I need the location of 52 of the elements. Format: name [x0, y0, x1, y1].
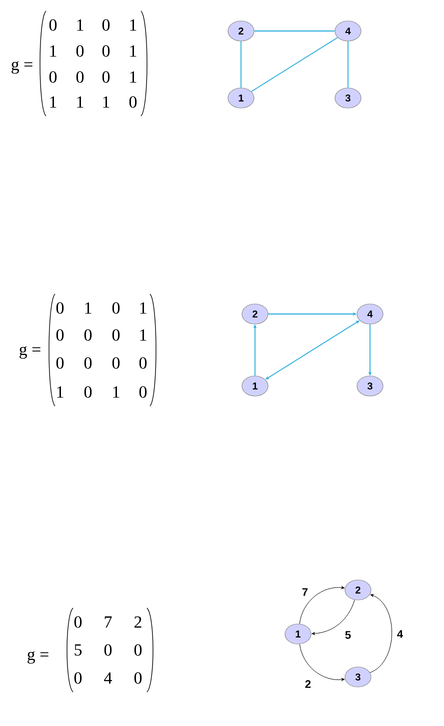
matrix-entry: 0: [76, 71, 84, 83]
edge-label: 7: [302, 588, 308, 596]
matrix-entry: 1: [77, 19, 84, 31]
matrix-entry: 0: [134, 644, 142, 656]
matrix-entry: 7: [104, 616, 112, 628]
matrix-label: g =: [28, 651, 48, 664]
matrix-entry: 1: [50, 96, 56, 108]
edge-label: 4: [397, 630, 403, 638]
matrix-entry: 1: [130, 71, 136, 83]
matrix-entry: 1: [113, 386, 120, 398]
matrix-entry: 0: [129, 96, 137, 108]
matrix-entry: 0: [84, 357, 92, 369]
matrix-entry: 0: [102, 19, 110, 31]
matrix-entry: 0: [112, 302, 120, 314]
matrix-entry: 0: [49, 19, 57, 31]
matrix-entry: 0: [74, 672, 82, 684]
matrix-entry: 0: [84, 386, 92, 398]
matrix-entry: 0: [56, 302, 64, 314]
matrix-entry: 1: [140, 329, 146, 341]
matrix-entry: 0: [84, 329, 92, 341]
matrix-entry: 1: [103, 96, 110, 108]
matrix-entry: 0: [102, 71, 110, 83]
matrix-entry: 5: [74, 644, 82, 656]
matrix-entry: 0: [56, 357, 64, 369]
matrix-entry: 0: [56, 329, 64, 341]
matrix-entry: 0: [76, 45, 84, 57]
matrix-entry: 2: [134, 616, 142, 628]
matrix-entry: 4: [104, 672, 112, 684]
matrix-entry: 1: [85, 302, 92, 314]
arrow: [370, 594, 392, 673]
matrix-entry: 0: [112, 329, 120, 341]
arrow: [299, 644, 345, 681]
matrix-entry: 1: [50, 45, 56, 57]
arrow: [299, 586, 345, 624]
edge-label: 5: [345, 631, 351, 639]
matrix-entry: 1: [130, 19, 136, 31]
matrix-entry: 1: [130, 45, 136, 57]
matrix-entry: 0: [102, 45, 110, 57]
matrix-entry: 1: [57, 386, 64, 398]
matrix-entry: 0: [112, 357, 120, 369]
matrix-entry: 0: [139, 357, 147, 369]
matrix-entry: 0: [134, 672, 142, 684]
matrix-entry: 1: [140, 302, 146, 314]
matrix-entry: 0: [104, 644, 112, 656]
arrow: [312, 600, 355, 635]
matrix-entry: 0: [74, 616, 82, 628]
matrix-entry: 1: [77, 96, 84, 108]
matrix-label: g =: [20, 346, 40, 359]
edge-label: 2: [305, 680, 311, 688]
matrix-entry: 0: [139, 386, 147, 398]
matrix-entry: 0: [49, 71, 57, 83]
matrix-label: g =: [12, 61, 32, 74]
